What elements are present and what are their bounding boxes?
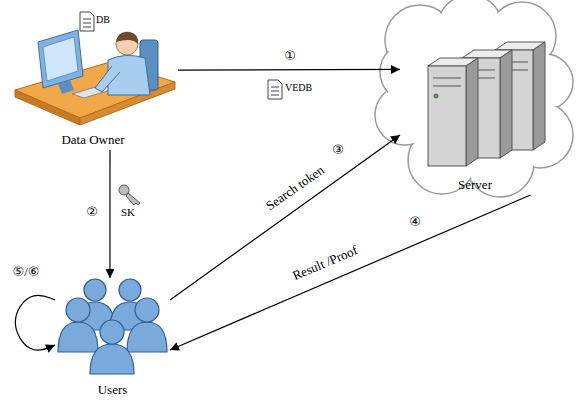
server-slot [433, 78, 461, 79]
node-label: Users [98, 382, 128, 400]
monitor-screen [43, 37, 78, 81]
cloud-fill [377, 0, 572, 196]
user-head [84, 279, 106, 301]
server-side [466, 58, 478, 166]
user-head [135, 298, 159, 322]
node-label: Server [458, 177, 492, 195]
icon-label: DB [96, 14, 110, 26]
monitor [38, 30, 83, 88]
document-outline [268, 80, 282, 99]
key-icon [119, 185, 140, 205]
icon-label: VEDB [285, 82, 312, 94]
document-line [83, 27, 91, 28]
actor-node: Users [55, 278, 170, 400]
users-figure [58, 279, 167, 374]
flow-arrow [170, 135, 400, 300]
document-line [271, 95, 279, 96]
person-hair [116, 32, 138, 44]
document-line [83, 23, 91, 24]
step-number: ④ [409, 214, 421, 230]
edge-label: Search token [261, 161, 329, 215]
flow-arrow [170, 195, 531, 350]
document-line [83, 19, 91, 20]
user-head [100, 320, 124, 344]
actor-node: Data Owner [8, 8, 178, 150]
person-arm [95, 66, 120, 92]
flow-arrow [109, 150, 110, 278]
document-icon [80, 12, 94, 31]
icon-label: SK [121, 206, 135, 219]
document-icon [268, 80, 282, 99]
server-front [428, 66, 466, 166]
monitor-stand [58, 80, 74, 94]
edge-label: ① [282, 48, 298, 64]
cloud [375, 0, 573, 197]
server-side [500, 50, 512, 158]
document-outline [80, 12, 94, 31]
user-body [58, 322, 98, 352]
user-body [127, 322, 167, 352]
cloud-core [400, 28, 550, 168]
step-number: ③ [332, 142, 344, 158]
server-slot [433, 86, 461, 87]
flow-arrow [178, 69, 400, 71]
key-blade [126, 193, 140, 205]
document-line [271, 91, 279, 92]
server-node: Server [400, 40, 550, 195]
edge-label: ⑤/⑥ [11, 264, 42, 280]
server-light [434, 94, 438, 98]
edge-label: ② [84, 204, 100, 220]
edge-label: Result /Proof [288, 242, 361, 285]
user-head [66, 298, 90, 322]
node-label: Data Owner [61, 132, 124, 150]
user-body [90, 344, 134, 374]
user-head [119, 279, 141, 301]
document-line [271, 87, 279, 88]
desk-edge [15, 90, 80, 125]
server-side [533, 42, 545, 150]
server-rack [428, 42, 545, 166]
data-owner-figure [15, 30, 175, 125]
self-loop-arrow [15, 295, 55, 350]
